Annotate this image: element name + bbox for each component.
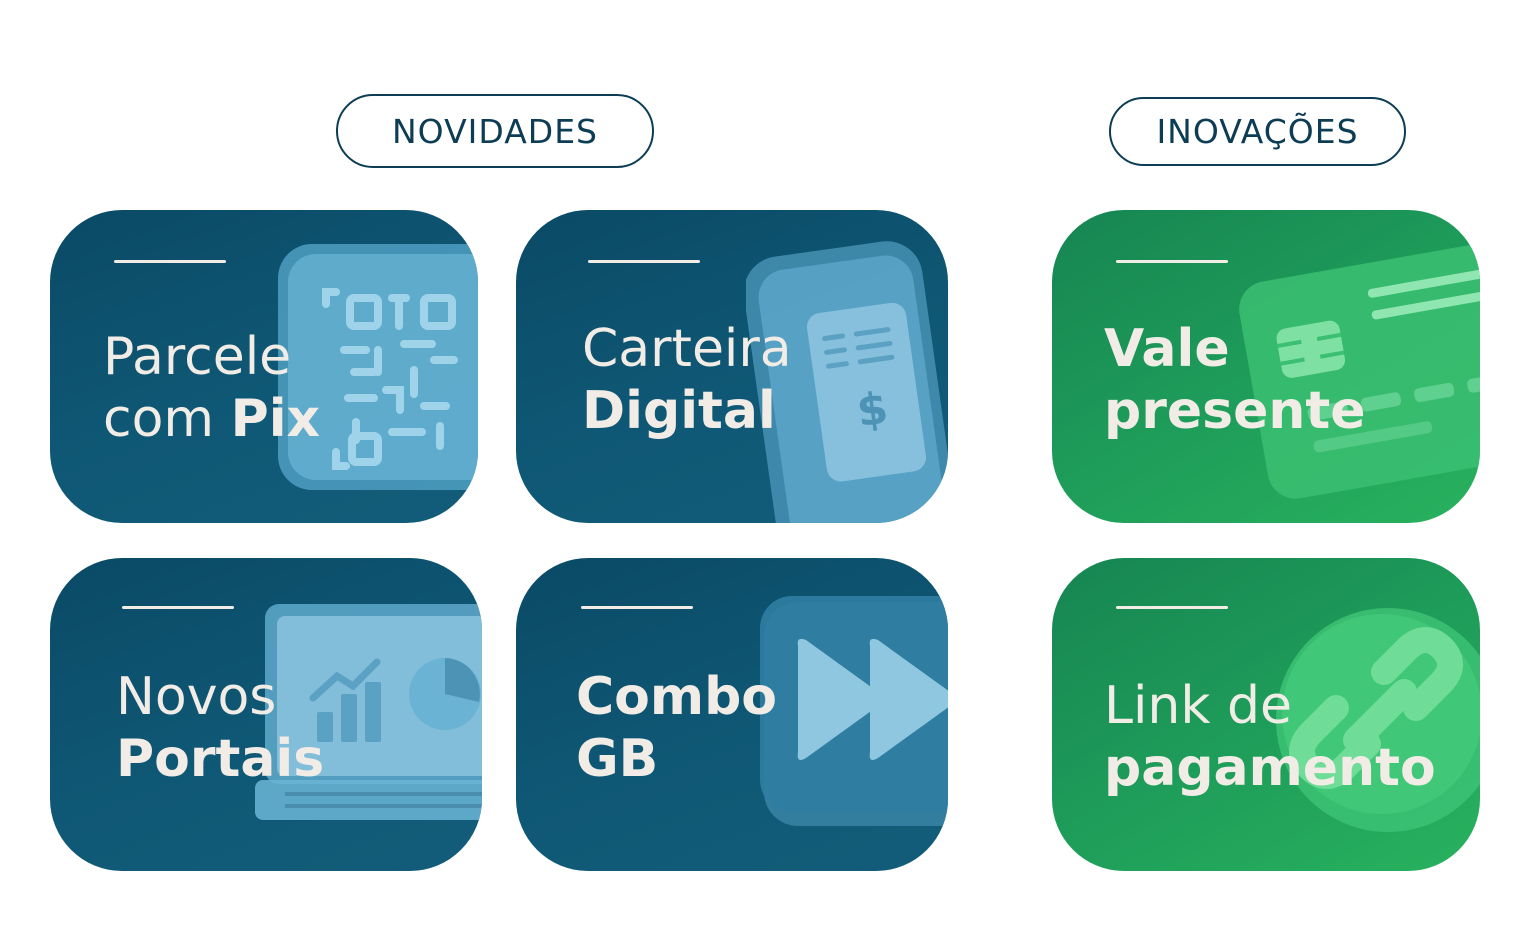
card-title-line1: Vale [1104, 319, 1230, 379]
fast-forward-icon [760, 596, 948, 826]
card-dash [1116, 606, 1228, 609]
card-title-line1: Novos [116, 667, 277, 727]
card-dash [1116, 260, 1228, 263]
phone-receipt-icon: $ [746, 241, 948, 523]
card-title-line1: Carteira [582, 319, 792, 379]
card-dash [581, 606, 693, 609]
card-title-line1: Link de [1104, 676, 1293, 736]
card-title-line2-bold: presente [1104, 381, 1366, 441]
novidades-tag: NOVIDADES [336, 94, 654, 168]
card-title-line2-bold: pagamento [1104, 738, 1436, 798]
card-title-line1: Parcele [103, 327, 292, 387]
card-dash [122, 606, 234, 609]
card-title: Carteira Digital [582, 318, 792, 442]
card-title: Combo GB [576, 666, 777, 790]
inovacoes-label: INOVAÇÕES [1156, 112, 1359, 151]
card-dash [114, 260, 226, 263]
card-vale-presente[interactable]: Vale presente [1052, 210, 1480, 523]
card-carteira-digital[interactable]: $ Carteira Digital [516, 210, 948, 523]
qr-code-icon [278, 244, 478, 490]
card-novos-portais[interactable]: Novos Portais [50, 558, 482, 871]
card-title: Link de pagamento [1104, 675, 1436, 799]
novidades-label: NOVIDADES [391, 111, 598, 151]
credit-card-icon [1239, 240, 1480, 499]
card-title-line2-light: com [103, 389, 231, 449]
card-title-line2-bold: Pix [230, 389, 321, 449]
card-link-de-pagamento[interactable]: Link de pagamento [1052, 558, 1480, 871]
laptop-chart-icon [255, 604, 482, 820]
inovacoes-tag: INOVAÇÕES [1109, 97, 1406, 166]
svg-text:$: $ [854, 383, 891, 438]
card-title-line1: Combo [576, 667, 778, 727]
card-title-line2-bold: Digital [582, 381, 776, 441]
card-title-line2-bold: Portais [116, 729, 325, 789]
card-title: Novos Portais [116, 666, 324, 790]
card-parcele-com-pix[interactable]: Parcele com Pix [50, 210, 478, 523]
card-combo-gb[interactable]: Combo GB [516, 558, 948, 871]
card-title: Vale presente [1104, 318, 1366, 442]
card-title: Parcele com Pix [103, 326, 320, 450]
card-dash [588, 260, 700, 263]
link-icon [1276, 608, 1480, 832]
card-title-line2-bold: GB [576, 729, 659, 789]
